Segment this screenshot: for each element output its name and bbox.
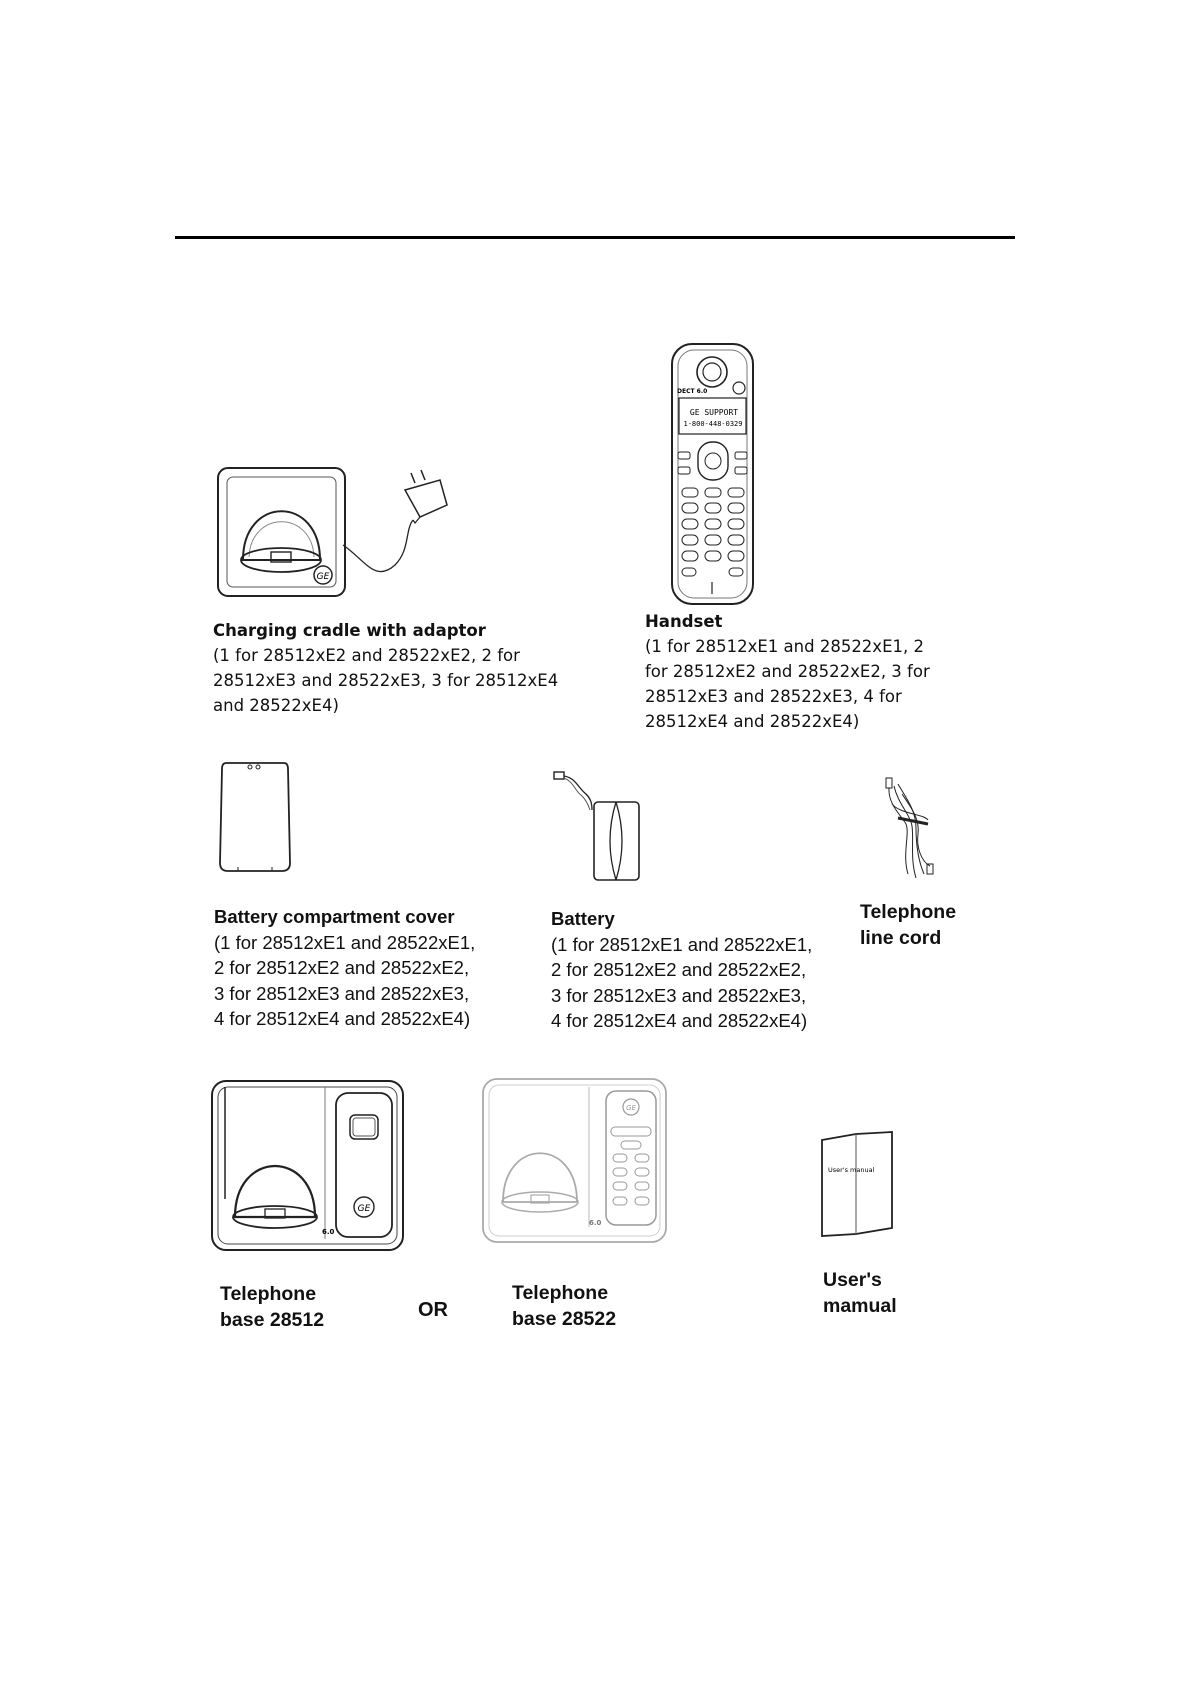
line-cord-caption: Telephone line cord: [860, 899, 1000, 951]
base-28522-title: Telephone base 28522: [512, 1282, 617, 1330]
top-rule: [175, 236, 1015, 239]
handset-caption: Handset (1 for 28512xE1 and 28522xE1, 2 …: [645, 609, 965, 734]
battery-cover-title: Battery compartment cover: [214, 906, 455, 927]
battery-cover-caption: Battery compartment cover (1 for 28512xE…: [214, 904, 534, 1032]
base-28512-caption: Telephone base 28512: [220, 1281, 380, 1333]
battery-title: Battery: [551, 908, 615, 929]
handset-description: (1 for 28512xE1 and 28522xE1, 2 for 2851…: [645, 637, 930, 731]
users-manual-title: User's mamual: [823, 1269, 897, 1317]
line-cord-illustration: [880, 774, 950, 884]
base-28512-title: Telephone base 28512: [220, 1283, 325, 1331]
svg-text:GE: GE: [317, 572, 330, 582]
battery-caption: Battery (1 for 28512xE1 and 28522xE1, 2 …: [551, 906, 871, 1034]
battery-illustration: [552, 768, 652, 883]
line-cord-title: Telephone line cord: [860, 901, 957, 949]
svg-text:GE: GE: [626, 1104, 636, 1112]
cradle-title: Charging cradle with adaptor: [213, 621, 486, 640]
base-28522-illustration: GE 6.0: [481, 1077, 668, 1244]
base-28522-badge: 6.0: [589, 1219, 602, 1227]
base-28512-illustration: GE 6.0: [210, 1079, 405, 1252]
battery-description: (1 for 28512xE1 and 28522xE1, 2 for 2851…: [551, 933, 813, 1032]
svg-text:GE: GE: [358, 1204, 371, 1214]
handset-screen-line2: 1-800-448-0329: [683, 420, 742, 428]
base-28512-badge: 6.0: [322, 1228, 335, 1236]
handset-illustration: DECT 6.0 GE SUPPORT 1-800-448-0329: [670, 342, 755, 606]
handset-screen-line1: GE SUPPORT: [690, 408, 738, 417]
users-manual-illustration: User's manual: [818, 1130, 896, 1238]
handset-title: Handset: [645, 612, 723, 631]
battery-cover-illustration: [218, 759, 292, 875]
cradle-description: (1 for 28512xE2 and 28522xE2, 2 for 2851…: [213, 646, 559, 715]
handset-dect-badge: DECT 6.0: [677, 388, 707, 395]
users-manual-caption: User's mamual: [823, 1267, 963, 1319]
cradle-caption: Charging cradle with adaptor (1 for 2851…: [213, 618, 593, 718]
charging-cradle-illustration: GE: [215, 465, 455, 600]
or-label: OR: [418, 1299, 448, 1321]
booklet-cover-text: User's manual: [828, 1166, 875, 1174]
battery-cover-description: (1 for 28512xE1 and 28522xE1, 2 for 2851…: [214, 931, 476, 1030]
base-28522-caption: Telephone base 28522: [512, 1280, 672, 1332]
